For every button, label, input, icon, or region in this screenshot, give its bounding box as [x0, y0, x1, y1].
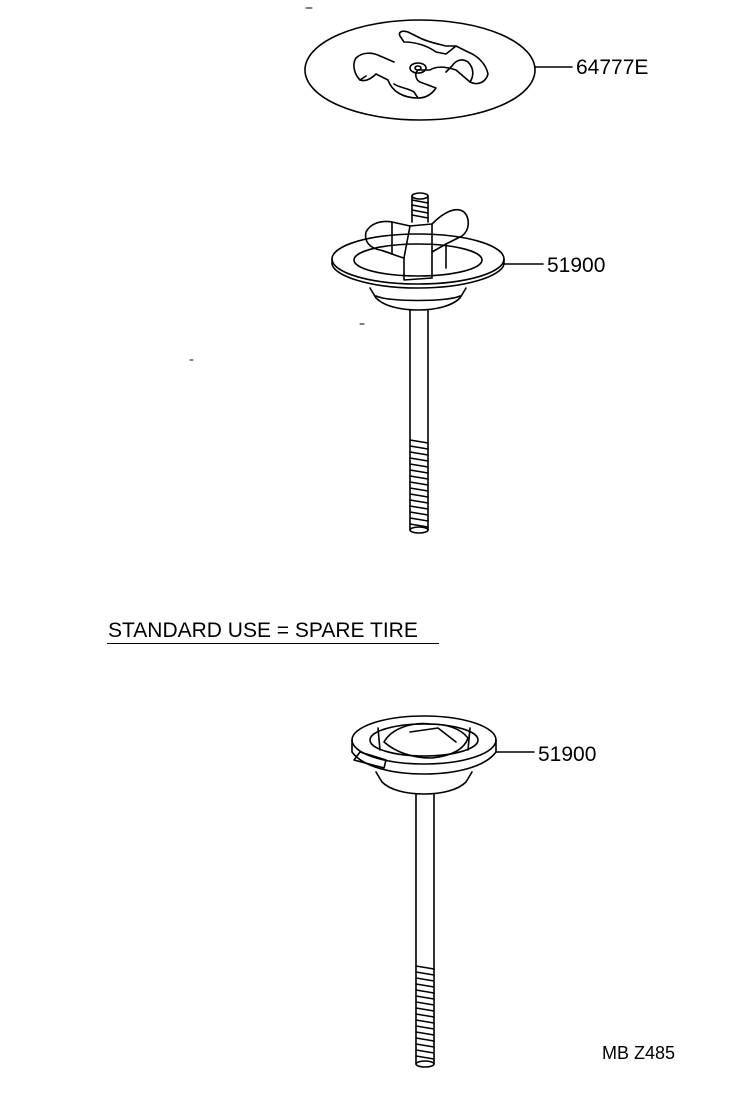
hold-down-bolt-drawing-2 [351, 715, 535, 1068]
scan-specks [189, 7, 365, 361]
hold-down-bolt-drawing-1 [331, 192, 544, 534]
figure-code: MB Z485 [602, 1043, 676, 1063]
part-number-label: 51900 [547, 254, 606, 277]
section-title: STANDARD USE = SPARE TIRE [108, 619, 418, 642]
section-title-underline [107, 643, 439, 644]
part-number-label: 51900 [538, 743, 597, 766]
part-number-label: 64777E [576, 56, 649, 79]
cover-plate-drawing [304, 19, 573, 121]
